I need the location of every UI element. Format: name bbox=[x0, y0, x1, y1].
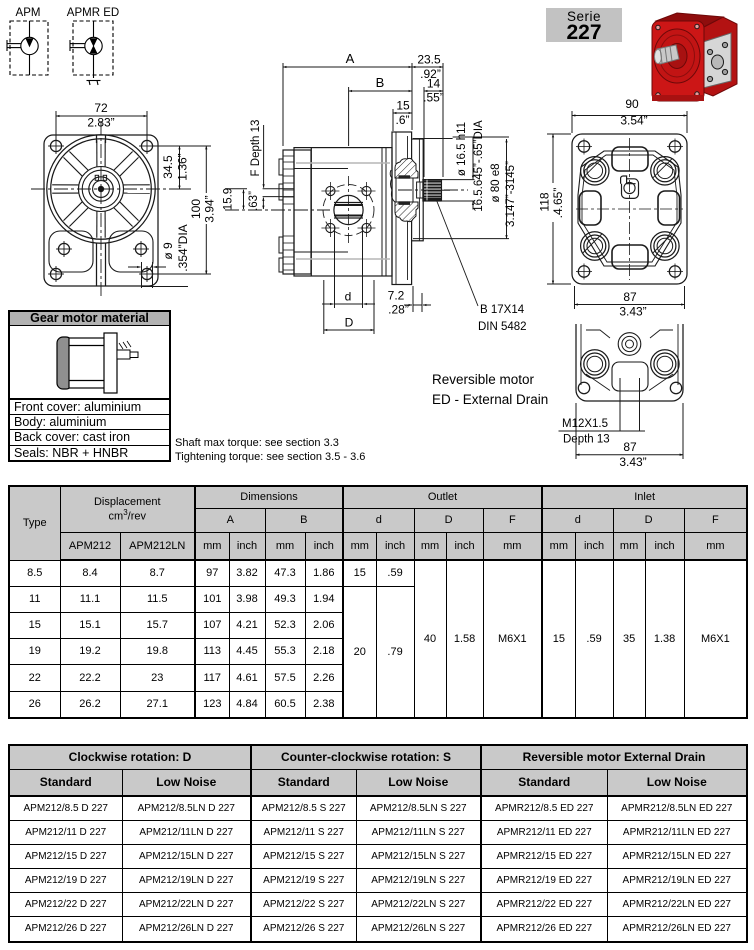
svg-text:.4.65”: .4.65” bbox=[551, 188, 565, 219]
svg-text:15.9: 15.9 bbox=[223, 188, 235, 210]
svg-text:D: D bbox=[345, 316, 354, 330]
svg-text:3.43”: 3.43” bbox=[619, 455, 646, 469]
svg-text:3.54”: 3.54” bbox=[620, 114, 647, 128]
svg-text:90: 90 bbox=[625, 97, 639, 111]
svg-text:M12X1.5: M12X1.5 bbox=[562, 418, 608, 430]
svg-text:DIN 5482: DIN 5482 bbox=[478, 321, 527, 333]
svg-text:F Depth 13: F Depth 13 bbox=[250, 120, 262, 177]
svg-text:ED - External Drain: ED - External Drain bbox=[432, 392, 548, 407]
svg-text:16.5.645”-.65”DIA: 16.5.645”-.65”DIA bbox=[473, 120, 485, 212]
svg-text:3.94”: 3.94” bbox=[203, 195, 217, 222]
svg-text:34.5: 34.5 bbox=[161, 155, 175, 179]
svg-text:23.5: 23.5 bbox=[417, 53, 441, 67]
svg-text:.28”: .28” bbox=[388, 303, 409, 317]
svg-text:Tightening torque: see section: Tightening torque: see section 3.5 - 3.6 bbox=[175, 451, 365, 463]
svg-text:Shaft max torque: see section: Shaft max torque: see section 3.3 bbox=[175, 437, 339, 449]
svg-text:Reversible motor: Reversible motor bbox=[432, 372, 535, 387]
svg-text:14: 14 bbox=[427, 77, 441, 91]
svg-text:2.83”: 2.83” bbox=[87, 116, 114, 130]
svg-text:ø 9: ø 9 bbox=[161, 242, 175, 260]
svg-text:ø 16.5 h11: ø 16.5 h11 bbox=[456, 122, 468, 176]
svg-text:3.43”: 3.43” bbox=[619, 305, 646, 319]
svg-text:A: A bbox=[346, 51, 355, 66]
svg-text:100: 100 bbox=[189, 199, 203, 219]
svg-text:APM: APM bbox=[16, 7, 41, 19]
svg-text:.6”: .6” bbox=[395, 113, 409, 127]
svg-text:APMR ED: APMR ED bbox=[67, 7, 119, 19]
svg-text:.55”: .55” bbox=[423, 91, 444, 105]
svg-text:.354”DIA: .354”DIA bbox=[176, 224, 190, 271]
svg-text:7.2: 7.2 bbox=[388, 289, 405, 303]
svg-text:Depth 13: Depth 13 bbox=[563, 434, 610, 446]
svg-text:87: 87 bbox=[623, 440, 637, 454]
svg-text:.92”: .92” bbox=[420, 67, 441, 81]
svg-text:ø 80 e8: ø 80 e8 bbox=[490, 164, 502, 203]
svg-text:B: B bbox=[376, 75, 385, 90]
svg-text:15: 15 bbox=[396, 99, 410, 113]
svg-text:d: d bbox=[345, 290, 352, 304]
svg-text:118: 118 bbox=[538, 192, 552, 211]
svg-text:1.36”: 1.36” bbox=[176, 153, 190, 180]
svg-text:3.147”-3145”: 3.147”-3145” bbox=[505, 161, 517, 227]
svg-text:.63”: .63” bbox=[248, 191, 260, 211]
svg-text:87: 87 bbox=[623, 290, 637, 304]
svg-text:72: 72 bbox=[94, 101, 108, 115]
svg-text:B 17X14: B 17X14 bbox=[480, 304, 525, 316]
